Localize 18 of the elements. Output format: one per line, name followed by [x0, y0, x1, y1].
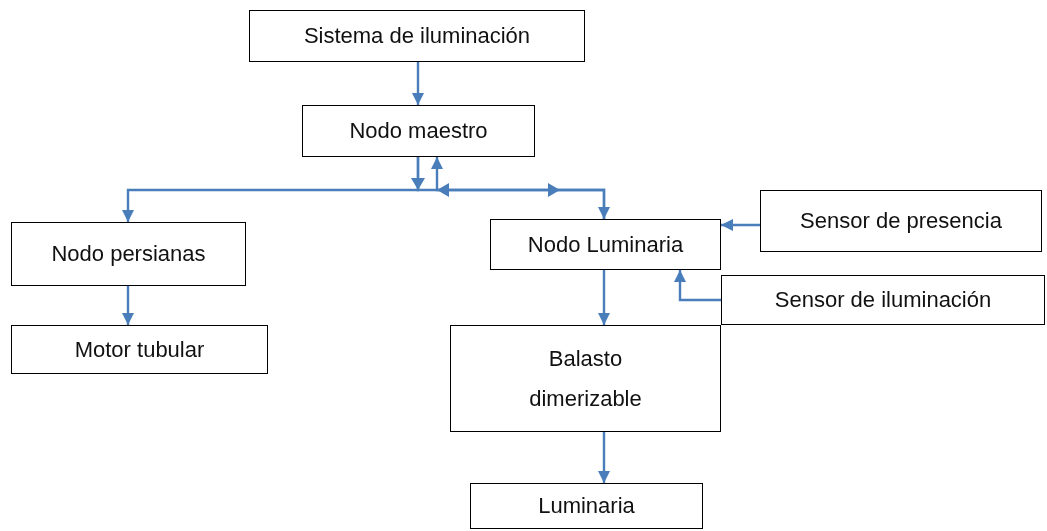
process-box	[470, 483, 703, 529]
node-label: Sensor de presencia	[800, 207, 1002, 235]
process-box	[249, 10, 585, 62]
process-box	[302, 105, 535, 157]
process-box	[11, 222, 246, 286]
process-box	[450, 325, 721, 432]
node-label: Nodo persianas	[51, 240, 206, 268]
process-box	[490, 219, 721, 270]
node-label: Motor tubular	[74, 335, 205, 364]
node-label: Nodo Luminaria	[527, 230, 684, 259]
node-label: Balasto dimerizable	[528, 344, 643, 413]
process-box	[721, 275, 1045, 325]
node-label: Sistema de iluminación	[303, 22, 531, 50]
node-label: Luminaria	[538, 492, 635, 520]
process-box	[11, 325, 268, 374]
node-label: Sensor de iluminación	[774, 286, 992, 314]
node-label: Nodo maestro	[349, 117, 488, 145]
process-box	[760, 190, 1042, 252]
